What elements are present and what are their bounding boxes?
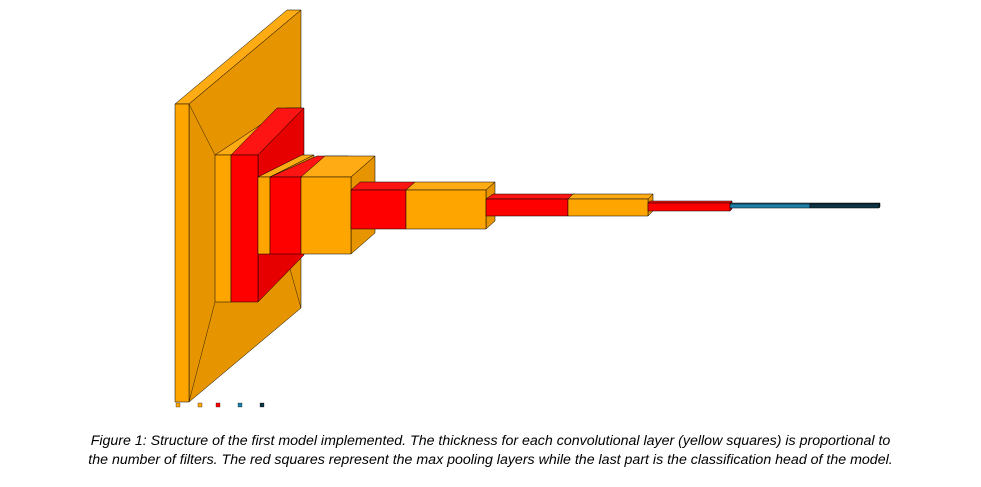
legend-swatch: [237, 402, 243, 408]
layer-front-face: [405, 189, 487, 230]
layer-top-face: [647, 200, 733, 204]
layer-pool-8: [485, 193, 576, 217]
figure-caption: Figure 1: Structure of the first model i…: [0, 432, 981, 470]
legend-swatch: [215, 402, 221, 408]
layer-front-face: [350, 189, 407, 230]
layer-front-face: [809, 203, 880, 209]
legend: [175, 402, 265, 408]
layer-front-face: [729, 203, 811, 209]
caption-line-1: Figure 1: Structure of the first model i…: [90, 433, 891, 449]
layer-pool-6: [350, 181, 416, 230]
layer-top-face: [350, 181, 416, 191]
layer-blocks: [174, 9, 881, 403]
layer-top-face: [405, 181, 496, 191]
legend-swatch: [175, 402, 181, 408]
layer-front-face: [567, 198, 649, 217]
layer-top-face: [567, 193, 654, 200]
layer-conv-5: [300, 155, 376, 255]
legend-swatch: [259, 402, 265, 408]
layer-front-face: [300, 176, 352, 255]
input-bevel-line: [188, 103, 216, 156]
layer-pool-10: [647, 200, 733, 212]
layer-front-face: [174, 103, 190, 403]
layer-conv-9: [567, 193, 654, 217]
layer-dense-11: [729, 202, 812, 209]
layer-front-face: [647, 202, 731, 212]
layer-front-face: [214, 154, 232, 303]
caption-line-2: the number of filters. The red squares r…: [88, 452, 893, 468]
layer-front-face: [485, 198, 569, 217]
input-bevel-line: [188, 301, 216, 403]
layer-conv-7: [405, 181, 496, 230]
layer-front-face: [230, 154, 259, 303]
legend-swatch: [197, 402, 203, 408]
layer-output-12: [809, 202, 881, 209]
layer-front-face: [269, 176, 302, 255]
layer-top-face: [485, 193, 576, 200]
layer-front-face: [257, 176, 271, 255]
